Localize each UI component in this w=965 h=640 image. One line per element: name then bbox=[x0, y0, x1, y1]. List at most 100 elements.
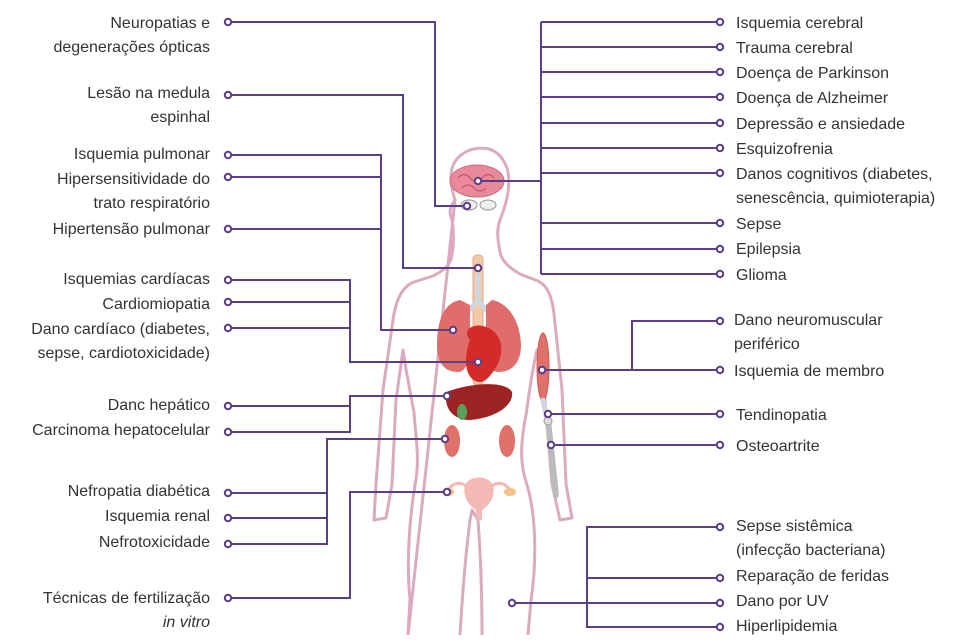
dot-dano-hepatico bbox=[225, 403, 231, 409]
dot-heart bbox=[475, 359, 481, 365]
dot-ovary bbox=[444, 489, 450, 495]
label-line: Isquemia cerebral bbox=[736, 12, 863, 36]
label-line: Dano por UV bbox=[736, 590, 829, 614]
dot-uv bbox=[717, 600, 723, 606]
elbow-joint bbox=[544, 417, 552, 425]
right-eye bbox=[480, 200, 496, 210]
label-depressao: Depressão e ansiedade bbox=[736, 113, 905, 137]
right-ovary bbox=[504, 488, 516, 496]
line-muscle bbox=[542, 321, 720, 370]
label-fertilizacao: Técnicas de fertilizaçãoin vitro bbox=[43, 587, 210, 635]
dot-kidney bbox=[442, 436, 448, 442]
label-hiperlipidemia: Hiperlipidemia bbox=[736, 615, 837, 639]
dot-brain-9 bbox=[717, 271, 723, 277]
label-line: Hiperlipidemia bbox=[736, 615, 837, 639]
dot-liver bbox=[444, 393, 450, 399]
label-neuropatias: Neuropatias edegenerações ópticas bbox=[53, 12, 210, 60]
label-dano-hepatico: Danc hepático bbox=[108, 394, 210, 418]
label-tendinopatia: Tendinopatia bbox=[736, 404, 827, 428]
label-epilepsia: Epilepsia bbox=[736, 238, 801, 262]
label-line: Lesão na medula bbox=[87, 82, 210, 106]
dot-osteoartrite bbox=[717, 442, 723, 448]
label-glioma: Glioma bbox=[736, 264, 787, 288]
dot-spine bbox=[475, 265, 481, 271]
dot-isquemia-pulmonar bbox=[225, 152, 231, 158]
dot-brain-7 bbox=[717, 220, 723, 226]
label-line: Cardiomiopatia bbox=[102, 293, 210, 317]
line-carcinoma bbox=[228, 406, 350, 432]
label-line: Tendinopatia bbox=[736, 404, 827, 428]
label-line: Dano neuromuscular bbox=[734, 309, 883, 333]
dot-skin bbox=[509, 600, 515, 606]
dot-lung bbox=[450, 327, 456, 333]
label-hipertensao: Hipertensão pulmonar bbox=[53, 218, 210, 242]
label-nefropatia: Nefropatia diabética bbox=[68, 480, 210, 504]
dot-bone bbox=[548, 442, 554, 448]
label-cardiomiopatia: Cardiomiopatia bbox=[102, 293, 210, 317]
dot-nefrotoxicidade bbox=[225, 541, 231, 547]
label-line: Danos cognitivos (diabetes, bbox=[736, 163, 935, 187]
label-line: Nefropatia diabética bbox=[68, 480, 210, 504]
label-line: Sepse bbox=[736, 213, 781, 237]
dot-hiperlipidemia bbox=[717, 624, 723, 630]
dot-tendon bbox=[545, 411, 551, 417]
label-line: Carcinoma hepatocelular bbox=[32, 419, 210, 443]
label-nefrotoxicidade: Nefrotoxicidade bbox=[99, 531, 210, 555]
label-isquemia-renal: Isquemia renal bbox=[105, 505, 210, 529]
dot-neuromuscular bbox=[717, 318, 723, 324]
label-line: Glioma bbox=[736, 264, 787, 288]
label-line: Osteoartrite bbox=[736, 435, 820, 459]
dot-medula bbox=[225, 92, 231, 98]
label-feridas: Reparação de feridas bbox=[736, 565, 889, 589]
label-line: Isquemia pulmonar bbox=[74, 143, 210, 167]
dot-muscle bbox=[539, 367, 545, 373]
dot-brain-4 bbox=[717, 120, 723, 126]
label-line: trato respiratório bbox=[57, 192, 210, 216]
dot-brain-8 bbox=[717, 246, 723, 252]
inner-leg-line bbox=[460, 510, 482, 635]
dot-tendinopatia bbox=[717, 411, 723, 417]
label-sepse-sistemica: Sepse sistêmica(infecção bacteriana) bbox=[736, 515, 885, 563]
line-pulmonar bbox=[228, 155, 453, 330]
line-skin bbox=[512, 527, 720, 627]
label-alzheimer: Doença de Alzheimer bbox=[736, 87, 888, 111]
dot-isquemia-renal bbox=[225, 515, 231, 521]
label-uv: Dano por UV bbox=[736, 590, 829, 614]
dot-brain-0 bbox=[717, 19, 723, 25]
label-line: periférico bbox=[734, 333, 883, 357]
label-line: degenerações ópticas bbox=[53, 36, 210, 60]
dot-cardiomiopatia bbox=[225, 299, 231, 305]
label-line: Hipersensitividade do bbox=[57, 168, 210, 192]
label-osteoartrite: Osteoartrite bbox=[736, 435, 820, 459]
label-isquemia-pulmonar: Isquemia pulmonar bbox=[74, 143, 210, 167]
dot-brain bbox=[475, 178, 481, 184]
label-line: Danc hepático bbox=[108, 394, 210, 418]
label-line: Hipertensão pulmonar bbox=[53, 218, 210, 242]
label-danos-cognitivos: Danos cognitivos (diabetes,senescência, … bbox=[736, 163, 935, 211]
heart bbox=[466, 325, 501, 382]
label-line: in vitro bbox=[43, 611, 210, 635]
label-line: (infecção bacteriana) bbox=[736, 539, 885, 563]
label-line: Sepse sistêmica bbox=[736, 515, 885, 539]
label-line: Depressão e ansiedade bbox=[736, 113, 905, 137]
dot-brain-2 bbox=[717, 69, 723, 75]
forearm-bone bbox=[548, 420, 556, 495]
dot-sepse-sistemica bbox=[717, 524, 723, 530]
dot-feridas bbox=[717, 575, 723, 581]
gallbladder bbox=[457, 404, 467, 420]
dot-eye bbox=[464, 203, 470, 209]
right-kidney bbox=[499, 425, 515, 457]
dot-brain-3 bbox=[717, 94, 723, 100]
line-renal bbox=[228, 439, 445, 493]
organs bbox=[437, 165, 556, 520]
liver bbox=[446, 384, 512, 420]
label-isquemias-cardiacas: Isquemias cardíacas bbox=[63, 268, 210, 292]
dot-fertilizacao bbox=[225, 595, 231, 601]
line-hepatico bbox=[228, 396, 447, 406]
dot-brain-5 bbox=[717, 145, 723, 151]
dot-nefropatia bbox=[225, 490, 231, 496]
dot-dano-cardiaco bbox=[225, 325, 231, 331]
label-line: Trauma cerebral bbox=[736, 37, 853, 61]
dot-hipersensitividade bbox=[225, 174, 231, 180]
